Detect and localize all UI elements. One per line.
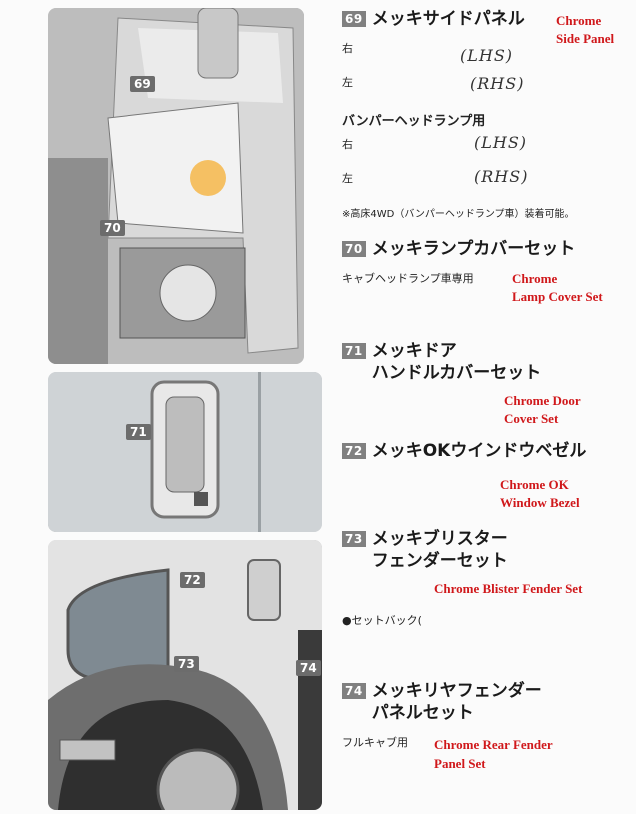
section-70-jp: メッキランプカバーセット [371, 239, 576, 259]
section-69-sub-heading: バンパーヘッドランプ用 [342, 114, 486, 129]
section-69-note: ※高床4WD（バンパーヘッドランプ車）装着可能。 [342, 209, 575, 220]
photo-side-panel: 69 70 [48, 8, 304, 364]
section-73-bullet: ●セットバック( [342, 614, 422, 627]
section-72-jp: メッキOKウインドウベゼル [371, 441, 587, 461]
section-69-number: 69 [342, 11, 366, 27]
cab-fender-illustration [48, 540, 322, 810]
section-69-right2-note: (LHS) [474, 133, 528, 152]
section-71-jp-line1: メッキドア [371, 341, 457, 361]
photo-door-handle: 71 [48, 372, 322, 532]
section-71-en-line1: Chrome Door [504, 393, 581, 408]
section-70-en-line2: Lamp Cover Set [512, 289, 603, 304]
section-72-en-line2: Window Bezel [500, 495, 580, 510]
photo-label-70: 70 [100, 220, 125, 236]
photo-label-73: 73 [174, 656, 199, 672]
section-73-jp-line2: フェンダーセット [371, 551, 508, 571]
section-70-en-line1: Chrome [512, 271, 558, 286]
section-69-left-note: (RHS) [470, 74, 525, 93]
section-72-number: 72 [342, 443, 366, 459]
section-74-en-line1: Chrome Rear Fender [434, 737, 553, 752]
section-69-right2: 右 [342, 138, 353, 151]
section-71-en-line2: Cover Set [504, 411, 559, 426]
section-73-jp-line1: メッキブリスター [371, 529, 508, 549]
section-69-left2-note: (RHS) [474, 167, 529, 186]
section-70-sub: キャブヘッドランプ車専用 [342, 272, 474, 285]
section-69-right-note: (LHS) [460, 46, 514, 65]
photo-label-71: 71 [126, 424, 151, 440]
section-69-en-line2: Side Panel [556, 31, 615, 46]
section-70-title: 70 メッキランプカバーセット [342, 238, 575, 260]
section-69-jp: メッキサイドパネル [371, 9, 525, 29]
section-69-en-line1: Chrome [556, 13, 602, 28]
section-73-title: 73 メッキブリスター フェンダーセット [342, 528, 508, 572]
section-74-sub: フルキャブ用 [342, 736, 408, 749]
section-73-en: Chrome Blister Fender Set [434, 581, 583, 596]
section-71-number: 71 [342, 343, 366, 359]
photo-label-72: 72 [180, 572, 205, 588]
section-74-jp-line1: メッキリヤフェンダー [371, 681, 542, 701]
section-72-en-line1: Chrome OK [500, 477, 569, 492]
section-69-title: 69 メッキサイドパネル [342, 8, 525, 30]
section-74-jp-line2: パネルセット [371, 703, 474, 723]
section-74-title: 74 メッキリヤフェンダー パネルセット [342, 680, 542, 724]
section-72-title: 72 メッキOKウインドウベゼル [342, 440, 586, 462]
section-71-title: 71 メッキドア ハンドルカバーセット [342, 340, 541, 384]
side-panel-illustration [48, 8, 304, 364]
section-74-number: 74 [342, 683, 366, 699]
section-69-left: 左 [342, 76, 353, 89]
section-73-number: 73 [342, 531, 366, 547]
door-handle-illustration [48, 372, 322, 532]
photo-label-74: 74 [296, 660, 321, 676]
photo-label-69: 69 [130, 76, 155, 92]
section-69-left2: 左 [342, 172, 353, 185]
section-70-number: 70 [342, 241, 366, 257]
photo-cab-fender: 72 73 74 [48, 540, 322, 810]
section-69-right: 右 [342, 42, 353, 55]
section-74-en-line2: Panel Set [434, 756, 486, 771]
section-71-jp-line2: ハンドルカバーセット [371, 363, 542, 383]
